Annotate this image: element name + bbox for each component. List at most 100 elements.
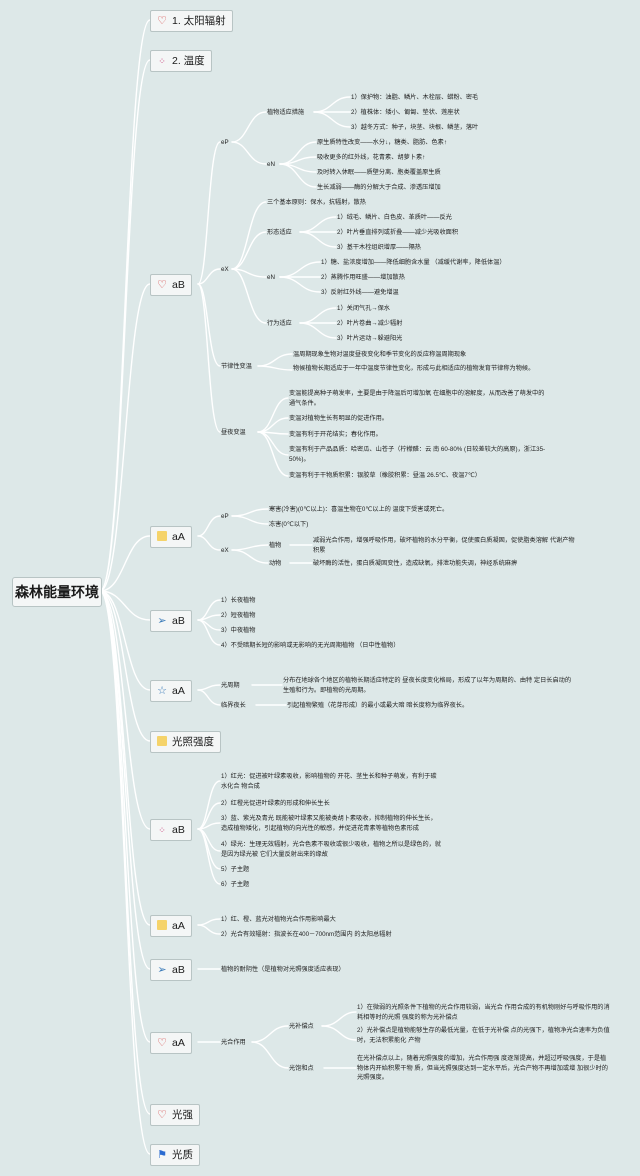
branch-label: aA <box>172 531 185 543</box>
node-animal[interactable]: 动物 <box>269 560 282 567</box>
list-item[interactable]: 3）叶片运动→躲避阳光 <box>337 335 403 342</box>
list-item[interactable]: 2）光合有效辐射：指波长在400－700nm范围内 的太阳总辐射 <box>221 931 392 938</box>
branch-temperature[interactable]: ⁘ 2. 温度 <box>150 50 212 72</box>
node-saturation-point[interactable]: 光饱和点 <box>289 1065 314 1072</box>
list-item[interactable]: 寒害(冷害)(0℃以上)：喜温生物在0℃以上的 温度下受害或死亡。 <box>269 506 449 513</box>
list-item[interactable]: 3）中夜植物 <box>221 627 256 634</box>
list-item[interactable]: 变温能提高种子萌发率，主要是由于降温后可增加氧 在细胞中的溶解度，从而改善了萌发… <box>289 390 545 407</box>
note-icon <box>156 916 168 936</box>
node-ep[interactable]: eP <box>221 139 229 146</box>
note-icon <box>156 732 168 752</box>
branch-label: aB <box>172 824 185 836</box>
note-icon <box>156 527 168 547</box>
branch-label: aB <box>172 964 185 976</box>
branch-label: 2. 温度 <box>172 55 205 67</box>
branch-ab-1[interactable]: ♡aB <box>150 274 192 296</box>
branch-ab-4[interactable]: ➢ aB <box>150 959 192 981</box>
list-item[interactable]: 2）植株体：矮小、匍匐、垫状、莲座状 <box>351 109 460 116</box>
node-ex-en[interactable]: eN <box>267 274 275 281</box>
node-shade-tolerance[interactable]: 植物的耐阴性（是植物对光照强度适应表现） <box>221 966 345 973</box>
list-item[interactable]: 3）越冬方式：种子，块茎、块根、鳞茎，落叶 <box>351 124 479 131</box>
star-icon: ☆ <box>157 685 167 697</box>
branch-label: aB <box>172 279 185 291</box>
dots-icon: ⁘ <box>158 825 166 835</box>
branch-solar-radiation[interactable]: ♡ 1. 太阳辐射 <box>150 10 233 32</box>
branch-label: 光照强度 <box>172 736 214 748</box>
list-item[interactable]: 变温有利于干物质积累：银胶草（橡胶积累：昼温 26.5℃、夜温7℃） <box>289 472 481 479</box>
node-en[interactable]: eN <box>267 161 275 168</box>
list-item[interactable]: 1）长夜植物 <box>221 597 256 604</box>
node-behavioral[interactable]: 行为适应 <box>267 320 292 327</box>
branch-light-strength[interactable]: ♡光强 <box>150 1104 200 1126</box>
node-critical-night[interactable]: 临界夜长 <box>221 702 246 709</box>
list-item[interactable]: 在光补偿点以上，随着光照强度的增加，光合作用强 度逐渐提高，并超过呼吸强度，于是… <box>357 1055 608 1081</box>
branch-label: aA <box>172 685 185 697</box>
branch-aa-4[interactable]: ♡aA <box>150 1032 192 1054</box>
list-item[interactable]: 2）光补偿点是植物能够生存的最低光量，在低于光补偿 点的光强下，植物净光合速率为… <box>357 1027 610 1044</box>
branch-label: 光质 <box>172 1149 193 1161</box>
list-item[interactable]: 物候植物长期适应于一年中温度节律性变化，形成与此相适应的植物发育节律称为物候。 <box>293 365 535 372</box>
flag-icon: ⚑ <box>157 1149 167 1161</box>
list-item[interactable]: 1）糖、盐浓度增加——降低细胞含水量 （减缓代谢率，降低体温） <box>321 259 506 266</box>
list-item[interactable]: 1）红、橙、蓝光对植物光合作用影响最大 <box>221 916 336 923</box>
list-item[interactable]: 变温有利于产品品质：哈密瓜、山苍子（柠檬醛：云 南 60-80% (日较差较大的… <box>289 446 546 463</box>
list-item[interactable]: 变温有利于开花结实；春化作用。 <box>289 431 382 438</box>
node-diurnal-temp[interactable]: 昼夜变温 <box>221 429 246 436</box>
paper-plane-icon: ➢ <box>157 964 167 976</box>
list-item[interactable]: 4）绿光：生理无效辐射，光合色素不吸收或很少吸收，植物之所以是绿色的，就是因为绿… <box>221 841 442 858</box>
list-item[interactable]: 1）保护物：油脂、鳞片、木栓层、蜡粉、密毛 <box>351 94 479 101</box>
list-item[interactable]: 5）子主题 <box>221 866 250 873</box>
list-item[interactable]: 4）不受暗期长短的影响或无影响的无光周期植物 （日中性植物） <box>221 642 400 649</box>
node-compensation-point[interactable]: 光补偿点 <box>289 1023 314 1030</box>
node-morphological[interactable]: 形态适应 <box>267 229 292 236</box>
branch-ab-2[interactable]: ➢ aB <box>150 610 192 632</box>
list-item[interactable]: 及时转入休眠——质壁分离、胞类覆盖原生质 <box>317 169 441 176</box>
dots-icon: ⁘ <box>158 56 166 66</box>
node-ex[interactable]: eX <box>221 266 229 273</box>
list-item[interactable]: 原生质特性改变——水分↓，糖类、脂肪、色素↑ <box>317 139 447 146</box>
list-item[interactable]: 减弱光合作用，增强呼吸作用，破坏植物的水分平衡，促使蛋白质凝固，促使脂类溶解 代… <box>313 537 575 554</box>
list-item[interactable]: 2）叶片卷曲→减少辐射 <box>337 320 403 327</box>
node-plant[interactable]: 植物 <box>269 542 282 549</box>
list-item[interactable]: 2）红橙光促进叶绿素的形成和伸长生长 <box>221 800 330 807</box>
list-item[interactable]: 1）绒毛、鳞片、白色皮、革质叶——反光 <box>337 214 452 221</box>
heart-icon: ♡ <box>157 15 167 27</box>
branch-ab-3[interactable]: ⁘ aB <box>150 819 192 841</box>
branch-label: 1. 太阳辐射 <box>172 15 226 27</box>
paper-plane-icon: ➢ <box>157 615 167 627</box>
list-item[interactable]: 2）叶片垂直排列或折叠——减少光吸收面积 <box>337 229 459 236</box>
list-item[interactable]: 引起植物繁殖（花芽形成）的最小或最大暗 暗长度称为临界夜长。 <box>287 702 469 709</box>
node-plant-adaptation[interactable]: 植物适应措施 <box>267 109 305 116</box>
list-item[interactable]: 3）基干木栓组织增厚——隔热 <box>337 244 421 251</box>
root-node[interactable]: 森林能量环境 <box>12 577 102 607</box>
list-item[interactable]: 变温对植物生长有明显的促进作用。 <box>289 415 388 422</box>
branch-label: aB <box>172 615 185 627</box>
node-principles[interactable]: 三个基本原则：保水，抗辐射，散热 <box>267 199 366 206</box>
list-item[interactable]: 3）蓝、紫光及青光 既能被叶绿素又能被类胡卜素吸收，抑制植物的伸长生长，造成植物… <box>221 815 437 832</box>
heart-icon: ♡ <box>157 1109 167 1121</box>
node-photoperiod[interactable]: 光周期 <box>221 682 240 689</box>
node-ex[interactable]: eX <box>221 547 229 554</box>
list-item[interactable]: 3）反射红外线——避免增温 <box>321 289 399 296</box>
list-item[interactable]: 1）在微弱的光照条件下植物的光合作用较弱，当光合 作用合成的有机物刚好与呼吸作用… <box>357 1004 610 1021</box>
list-item[interactable]: 6）子主题 <box>221 881 250 888</box>
list-item[interactable]: 破坏酶的活性，蛋白质凝固变性，造成缺氧，排泄功能失调，神经系统麻痹 <box>313 560 518 567</box>
list-item[interactable]: 吸收更多的红外线，花青素、胡萝卜素↑ <box>317 154 426 161</box>
branch-aa-1[interactable]: aA <box>150 526 192 548</box>
node-photosynthesis[interactable]: 光合作用 <box>221 1039 246 1046</box>
node-ep[interactable]: eP <box>221 513 229 520</box>
branch-aa-2[interactable]: ☆ aA <box>150 680 192 702</box>
list-item[interactable]: 生长减弱——酶的分解大于合成、渗透压增加 <box>317 184 441 191</box>
list-item[interactable]: 冻害(0℃以下) <box>269 521 309 528</box>
list-item[interactable]: 分布在地球各个地区的植物长期适应特定的 昼夜长度变化格局，形成了以年为周期的、由… <box>283 677 572 694</box>
branch-light-intensity[interactable]: 光照强度 <box>150 731 221 753</box>
branch-aa-3[interactable]: aA <box>150 915 192 937</box>
list-item[interactable]: 1）红光：促进被叶绿素吸收，影响植物的 开花、茎生长和种子萌发，有利于碳水化合 … <box>221 773 437 790</box>
branch-light-quality[interactable]: ⚑ 光质 <box>150 1144 200 1166</box>
node-rhythmic-temp[interactable]: 节律性变温 <box>221 363 252 370</box>
list-item[interactable]: 温周期现象生物对温度昼夜变化和季节变化的反应称温周期现象 <box>293 351 467 358</box>
list-item[interactable]: 2）蒸腾作用旺盛——增加散热 <box>321 274 405 281</box>
list-item[interactable]: 2）短夜植物 <box>221 612 256 619</box>
list-item[interactable]: 1）关闭气孔→保水 <box>337 305 390 312</box>
branch-label: aA <box>172 1037 185 1049</box>
